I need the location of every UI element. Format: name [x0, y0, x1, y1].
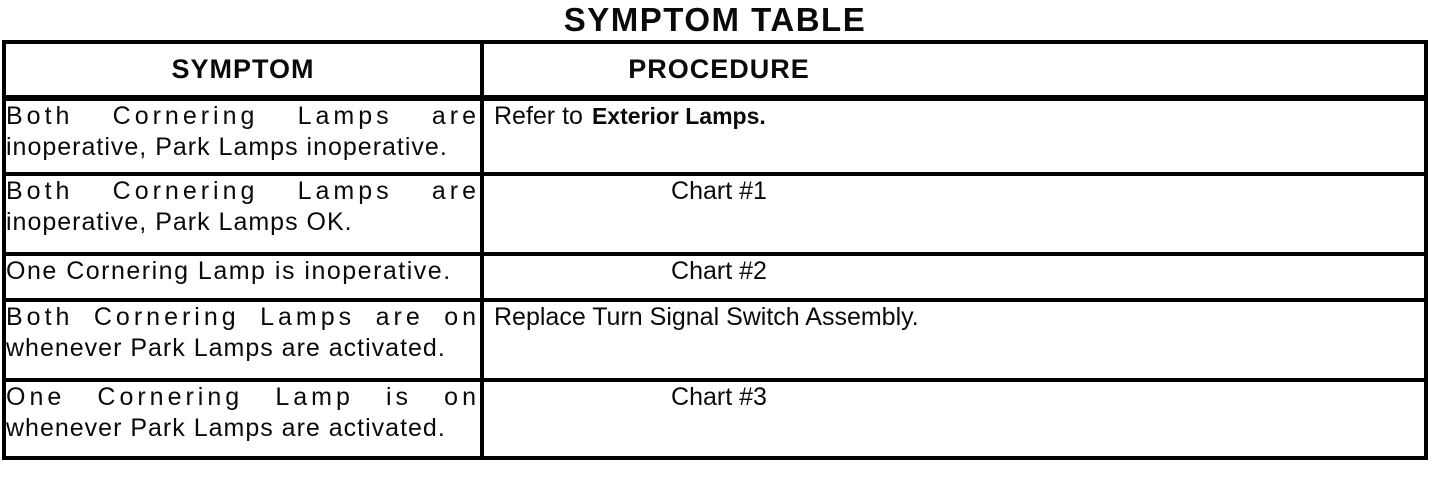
- procedure-cell: Chart #3: [480, 378, 1428, 460]
- symptom-text-line1: Both Cornering Lamps are: [6, 177, 480, 205]
- procedure-cell: Replace Turn Signal Switch Assembly.: [480, 298, 1428, 382]
- procedure-cell: Chart #2: [480, 252, 1428, 302]
- table-row-both-lamps-park-ok: Both Cornering Lamps are inoperative, Pa…: [2, 172, 1428, 256]
- symptom-column-header: SYMPTOM: [2, 40, 484, 101]
- symptom-text-line2: whenever Park Lamps are activated.: [6, 414, 446, 442]
- symptom-text-line2: inoperative, Park Lamps inoperative.: [6, 133, 448, 161]
- table-row-one-lamp-on-with-park: One Cornering Lamp is on whenever Park L…: [2, 378, 1428, 460]
- symptom-text-line2: whenever Park Lamps are activated.: [6, 334, 446, 362]
- symptom-cell: One Cornering Lamp is on whenever Park L…: [2, 378, 484, 460]
- procedure-cell: Refer to Exterior Lamps.: [480, 96, 1428, 176]
- symptom-text-line1: Both Cornering Lamps are on: [6, 303, 480, 331]
- symptom-text-line1: One Cornering Lamp is inoperative.: [6, 257, 452, 285]
- table-row-both-lamps-on-with-park: Both Cornering Lamps are on whenever Par…: [2, 298, 1428, 382]
- table-row-one-lamp-inoperative: One Cornering Lamp is inoperative. Chart…: [2, 252, 1428, 302]
- procedure-header-label: PROCEDURE: [628, 54, 810, 84]
- procedure-text: Chart #1: [671, 177, 767, 205]
- table-header-row: SYMPTOM PROCEDURE: [2, 40, 1428, 101]
- symptom-cell: Both Cornering Lamps are inoperative, Pa…: [2, 172, 484, 256]
- symptom-cell: Both Cornering Lamps are inoperative, Pa…: [2, 96, 484, 176]
- procedure-reference-text: Exterior Lamps.: [591, 103, 766, 129]
- symptom-table: SYMPTOM PROCEDURE Both Cornering Lamps a…: [2, 40, 1428, 460]
- symptom-cell: One Cornering Lamp is inoperative.: [2, 252, 484, 302]
- symptom-cell: Both Cornering Lamps are on whenever Par…: [2, 298, 484, 382]
- procedure-text: Replace Turn Signal Switch Assembly.: [494, 303, 919, 331]
- table-row-both-lamps-park-inoperative: Both Cornering Lamps are inoperative, Pa…: [2, 96, 1428, 176]
- procedure-column-header: PROCEDURE: [480, 40, 1428, 101]
- symptom-text-line1: One Cornering Lamp is on: [6, 383, 480, 411]
- page-title: SYMPTOM TABLE: [563, 1, 867, 38]
- procedure-cell: Chart #1: [480, 172, 1428, 256]
- procedure-text-prefix: Refer to: [494, 102, 583, 130]
- symptom-text-line1: Both Cornering Lamps are: [6, 102, 480, 130]
- procedure-text: Chart #2: [671, 257, 767, 285]
- procedure-text: Chart #3: [671, 383, 767, 411]
- symptom-text-line2: inoperative, Park Lamps OK.: [6, 208, 353, 236]
